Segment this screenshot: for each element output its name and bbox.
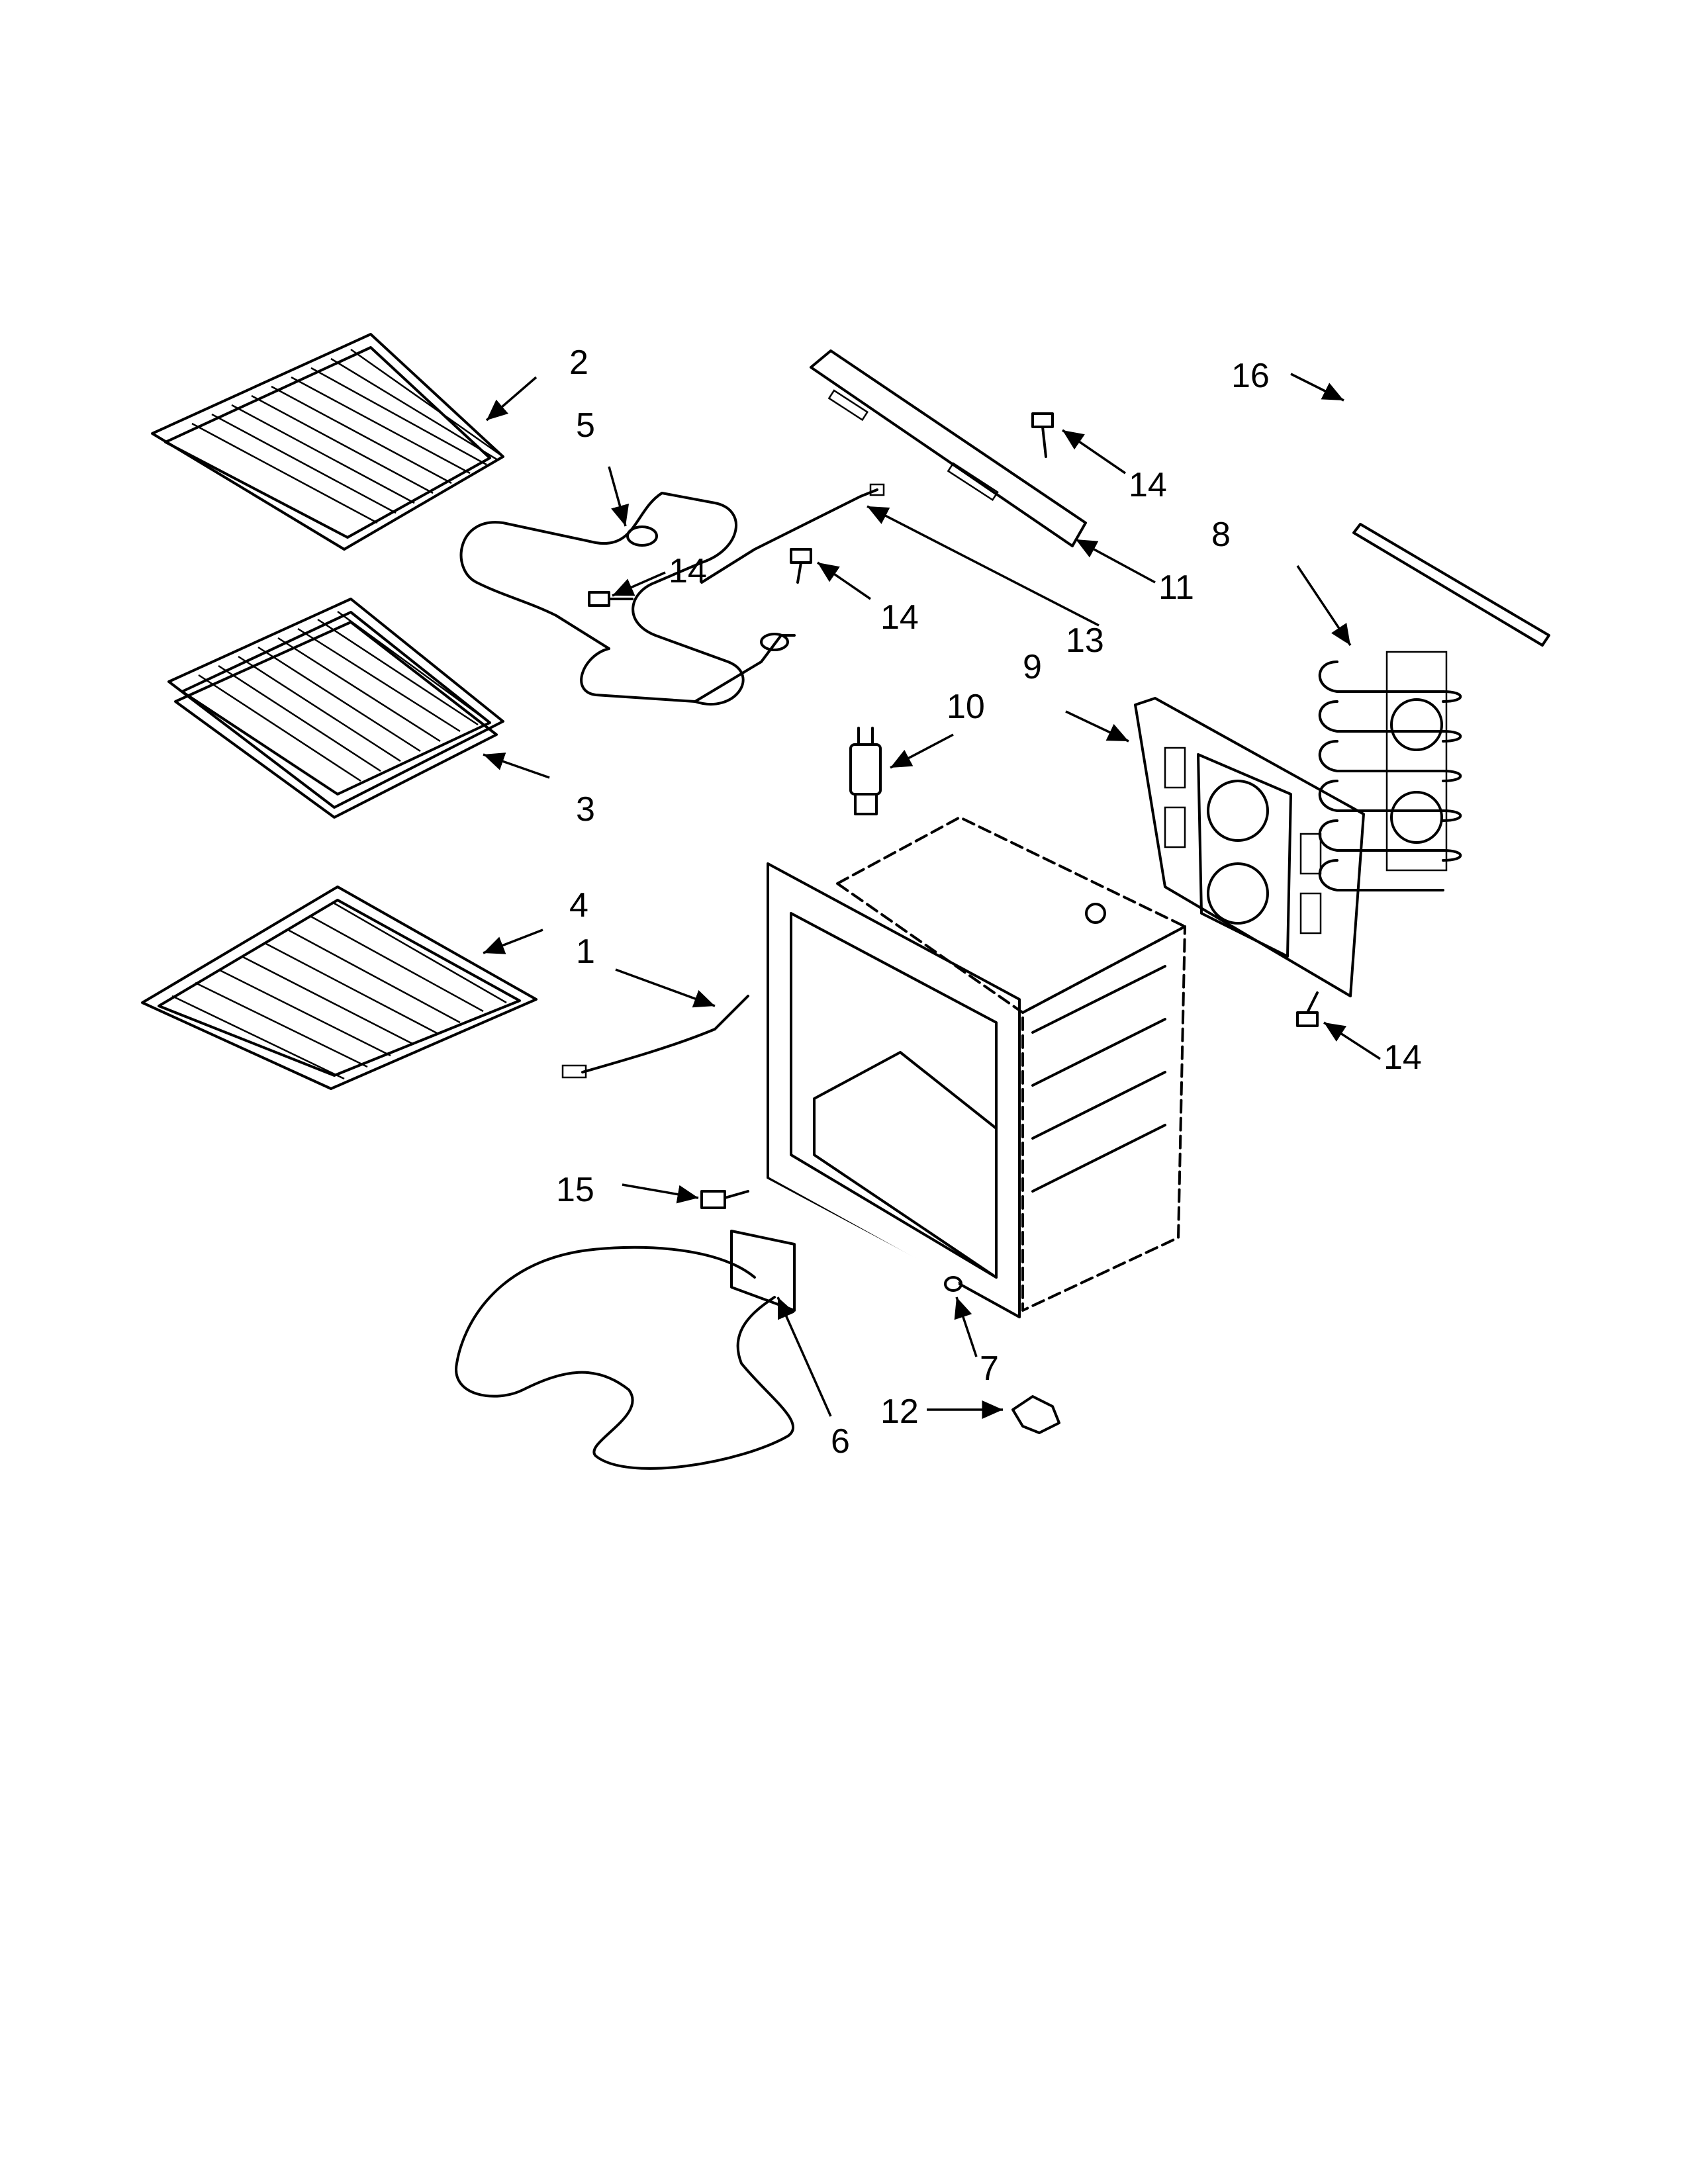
oven-rack-middle: [167, 598, 504, 819]
top-mounting-bracket: [810, 349, 1087, 547]
callout-10: 10: [947, 688, 985, 726]
oven-rack-lower: [141, 886, 538, 1090]
wire-harness: [700, 483, 885, 584]
oven-rack-upper: [151, 333, 504, 551]
bake-element: [455, 1230, 796, 1470]
convection-fan-cover: [1134, 697, 1365, 997]
callout-5: 5: [576, 406, 595, 445]
callout-12: 12: [880, 1392, 919, 1431]
callout-14d: 14: [1383, 1038, 1422, 1077]
callout-8: 8: [1211, 516, 1231, 554]
callout-14c: 14: [880, 598, 919, 637]
callout-7: 7: [980, 1349, 999, 1388]
thermal-cutoff-switch: [849, 727, 882, 815]
callout-labels: 1 2 3 4 5 6 7 8 9 10 11 12 13 14 14 14 1…: [556, 343, 1422, 1461]
oven-cavity: [767, 816, 1186, 1318]
callout-9: 9: [1023, 648, 1042, 686]
broil-element: [459, 492, 796, 706]
callout-6: 6: [831, 1422, 850, 1461]
convection-element-assembly: [1318, 651, 1462, 891]
callout-11: 11: [1158, 569, 1194, 607]
callout-15: 15: [556, 1171, 594, 1209]
callout-14b: 14: [669, 552, 707, 590]
leader-lines: [483, 373, 1381, 1419]
callout-1: 1: [576, 933, 595, 971]
callout-16: 16: [1231, 357, 1270, 395]
element-support-strip: [1352, 523, 1550, 647]
screw: [588, 412, 1319, 1027]
temperature-sensor: [561, 995, 749, 1079]
callout-14a: 14: [1129, 466, 1167, 504]
retaining-clip: [1011, 1395, 1060, 1434]
callout-3: 3: [576, 790, 595, 829]
vent-tube: [749, 1173, 962, 1292]
callout-4: 4: [569, 886, 588, 925]
callout-2: 2: [569, 343, 588, 382]
bolt: [700, 1190, 749, 1209]
callout-13: 13: [1066, 621, 1104, 660]
